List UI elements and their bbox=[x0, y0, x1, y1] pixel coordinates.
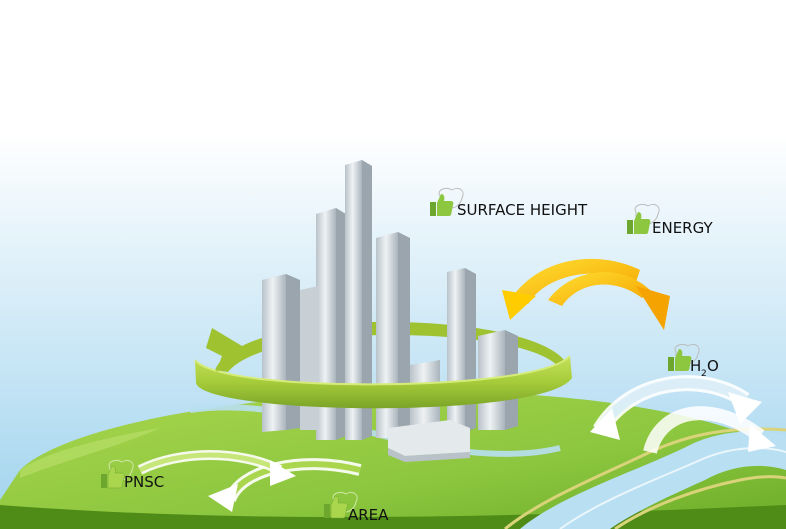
thumbs-up-icon bbox=[324, 495, 348, 519]
label-area: AREA bbox=[324, 491, 389, 524]
thumbs-up-icon bbox=[627, 212, 651, 234]
thumbs-up-icon bbox=[668, 349, 692, 371]
circular-ring-arrow bbox=[194, 328, 572, 409]
h2o-label-subscript: 2 bbox=[701, 369, 707, 379]
energy-label: ENERGY bbox=[652, 219, 713, 237]
ground-arrows bbox=[137, 450, 362, 512]
ring-arrowhead bbox=[206, 328, 252, 372]
label-h2o: H 2 O bbox=[668, 343, 719, 379]
river bbox=[504, 427, 786, 529]
surface-height-label: SURFACE HEIGHT bbox=[457, 201, 588, 219]
thumbs-up-icon bbox=[101, 465, 125, 489]
label-surface-height: SURFACE HEIGHT bbox=[430, 187, 588, 219]
water-arrows bbox=[590, 375, 776, 455]
energy-arrows bbox=[502, 258, 670, 330]
label-energy: ENERGY bbox=[627, 203, 713, 237]
thumbs-up-icon bbox=[430, 194, 454, 216]
pnsc-label: PNSC bbox=[124, 473, 164, 491]
label-pnsc: PNSC bbox=[101, 459, 164, 491]
h2o-label-h: H bbox=[690, 357, 701, 375]
area-label: AREA bbox=[348, 506, 389, 524]
h2o-label-o: O bbox=[707, 357, 719, 375]
